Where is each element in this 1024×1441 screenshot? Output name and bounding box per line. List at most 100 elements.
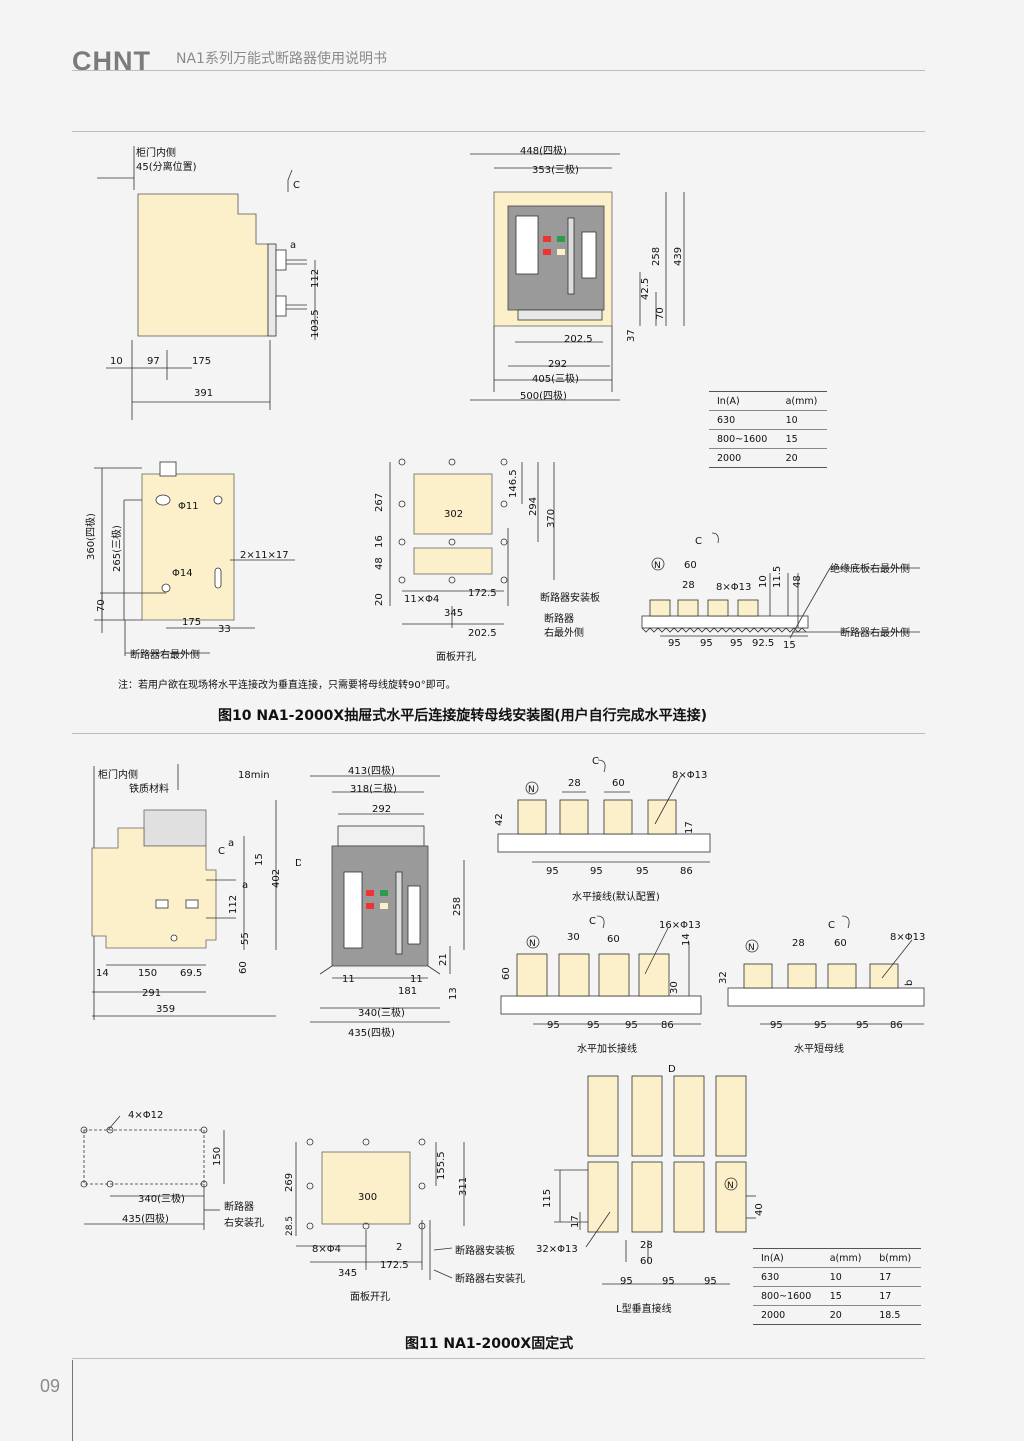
label-holes: 8×Φ13 (716, 582, 751, 593)
dim-311: 311 (458, 1177, 469, 1196)
fig10-side-view: 柜门内侧 45(分离位置) C a 112 103.5 10 97 175 39… (97, 146, 321, 420)
dim-294: 294 (528, 497, 539, 516)
label-phi11: Φ11 (178, 501, 199, 512)
dim-150: 150 (138, 968, 157, 979)
dim-2: 2 (396, 1242, 402, 1253)
dim-10: 10 (110, 356, 123, 367)
dim-318: 318(三极) (350, 782, 397, 795)
dim-10: 10 (758, 575, 769, 588)
dim-40: 40 (754, 1203, 765, 1216)
dim-86: 86 (680, 866, 693, 877)
dim-48: 48 (792, 575, 803, 588)
label-right-mount-hole: 右安装孔 (224, 1216, 264, 1229)
dim-17: 17 (684, 821, 695, 834)
label-cabinet-door: 柜门内侧 (136, 146, 176, 159)
dim-32: 32 (718, 971, 729, 984)
dim-95: 95 (625, 1020, 638, 1031)
dim-112: 112 (228, 895, 239, 914)
dim-11-5: 11.5 (772, 566, 783, 588)
label-breaker: 断路器 (224, 1200, 254, 1213)
page-number-divider (72, 1360, 73, 1441)
dim-28-5: 28.5 (285, 1216, 295, 1236)
label-c: C (218, 846, 225, 857)
dim-60: 60 (640, 1256, 653, 1267)
dim-15: 15 (254, 853, 265, 866)
dim-28: 28 (640, 1240, 653, 1251)
dim-302: 302 (444, 509, 463, 520)
label-holes: 8×Φ4 (312, 1244, 341, 1255)
fig11-caption: 图11 NA1-2000X固定式 (405, 1336, 574, 1352)
dim-353: 353(三极) (532, 163, 579, 176)
label-panel-cutout: 面板开孔 (350, 1290, 390, 1303)
dim-30: 30 (567, 932, 580, 943)
dim-258: 258 (452, 897, 463, 916)
label-b: b (904, 980, 915, 986)
dim-95: 95 (700, 638, 713, 649)
dim-95: 95 (704, 1276, 717, 1287)
dim-181: 181 (398, 986, 417, 997)
dim-95: 95 (814, 1020, 827, 1031)
label-extended: 水平加长接线 (577, 1042, 637, 1055)
dim-20: 20 (374, 593, 385, 606)
dim-86: 86 (661, 1020, 674, 1031)
label-a: a (228, 838, 234, 849)
label-holes: 8×Φ13 (890, 932, 925, 943)
dim-95: 95 (620, 1276, 633, 1287)
dim-95: 95 (770, 1020, 783, 1031)
fig11-side-view: 柜门内侧 铁质材料 18min C a a 15 402 112 55 60 D… (91, 764, 301, 1020)
label-c: C (828, 920, 835, 931)
dim-291: 291 (142, 988, 161, 999)
dim-500: 500(四极) (520, 389, 567, 402)
label-breaker-edge: 断路器右最外侧 (840, 626, 910, 639)
dim-435: 435(四极) (122, 1212, 169, 1225)
label-mounting-plate: 断路器安装板 (455, 1244, 515, 1257)
dim-370: 370 (546, 509, 557, 528)
dim-155-5: 155.5 (436, 1151, 447, 1180)
dim-391: 391 (194, 388, 213, 399)
dim-175: 175 (182, 617, 201, 628)
dim-150: 150 (212, 1147, 223, 1166)
dim-269: 269 (284, 1173, 295, 1192)
label-holes: 4×Φ12 (128, 1110, 163, 1121)
dim-42: 42 (494, 813, 505, 826)
dim-60: 60 (607, 934, 620, 945)
dim-95: 95 (668, 638, 681, 649)
dim-37: 37 (626, 329, 637, 342)
dim-70: 70 (655, 307, 666, 320)
dim-439: 439 (673, 247, 684, 266)
dim-28: 28 (682, 580, 695, 591)
dim-146-5: 146.5 (508, 469, 519, 498)
fig10-front-view: 448(四极) 353(三极) 258 439 42.5 70 37 202.5… (470, 144, 685, 402)
label-separate-position: 45(分离位置) (136, 160, 197, 173)
dim-175: 175 (192, 356, 211, 367)
fig10-panel-cutout: 267 16 48 20 302 146.5 294 370 11×Φ4 172… (374, 458, 600, 663)
dim-292: 292 (548, 359, 567, 370)
label-cabinet-door: 柜门内侧 (98, 768, 138, 781)
fig10-mounting-view: Φ11 Φ14 2×11×17 360(四极) 265(三极) 70 175 3… (84, 461, 295, 661)
dim-60: 60 (501, 967, 512, 980)
n-pole-icon (526, 935, 540, 949)
dim-448: 448(四极) (520, 144, 567, 157)
section-rule-bottom (72, 1358, 925, 1359)
dim-16: 16 (374, 535, 385, 548)
label-right-edge: 右最外侧 (544, 626, 584, 639)
document-title: NA1系列万能式断路器使用说明书 (176, 51, 387, 67)
label-holes: 16×Φ13 (659, 920, 701, 931)
fig11-vertical-busbar: D N 115 17 40 32×Φ13 28 60 95 95 95 L型垂直… (536, 1064, 765, 1315)
dim-21: 21 (438, 953, 449, 966)
dim-413: 413(四极) (348, 764, 395, 777)
dim-95: 95 (587, 1020, 600, 1031)
dim-340: 340(三极) (138, 1192, 185, 1205)
dim-202-5: 202.5 (468, 628, 497, 639)
dim-42-5: 42.5 (640, 278, 651, 300)
n-pole-icon (745, 939, 759, 953)
label-a: a (290, 240, 296, 251)
label-18min: 18min (238, 770, 270, 781)
fig11-panel-cutout: 269 28.5 155.5 311 300 8×Φ4 2 172.5 345 … (284, 1138, 525, 1303)
dim-95: 95 (547, 1020, 560, 1031)
label-n: N (529, 939, 536, 949)
n-pole-icon (724, 1177, 738, 1191)
dim-402: 402 (271, 869, 282, 888)
label-d: D (295, 858, 301, 869)
